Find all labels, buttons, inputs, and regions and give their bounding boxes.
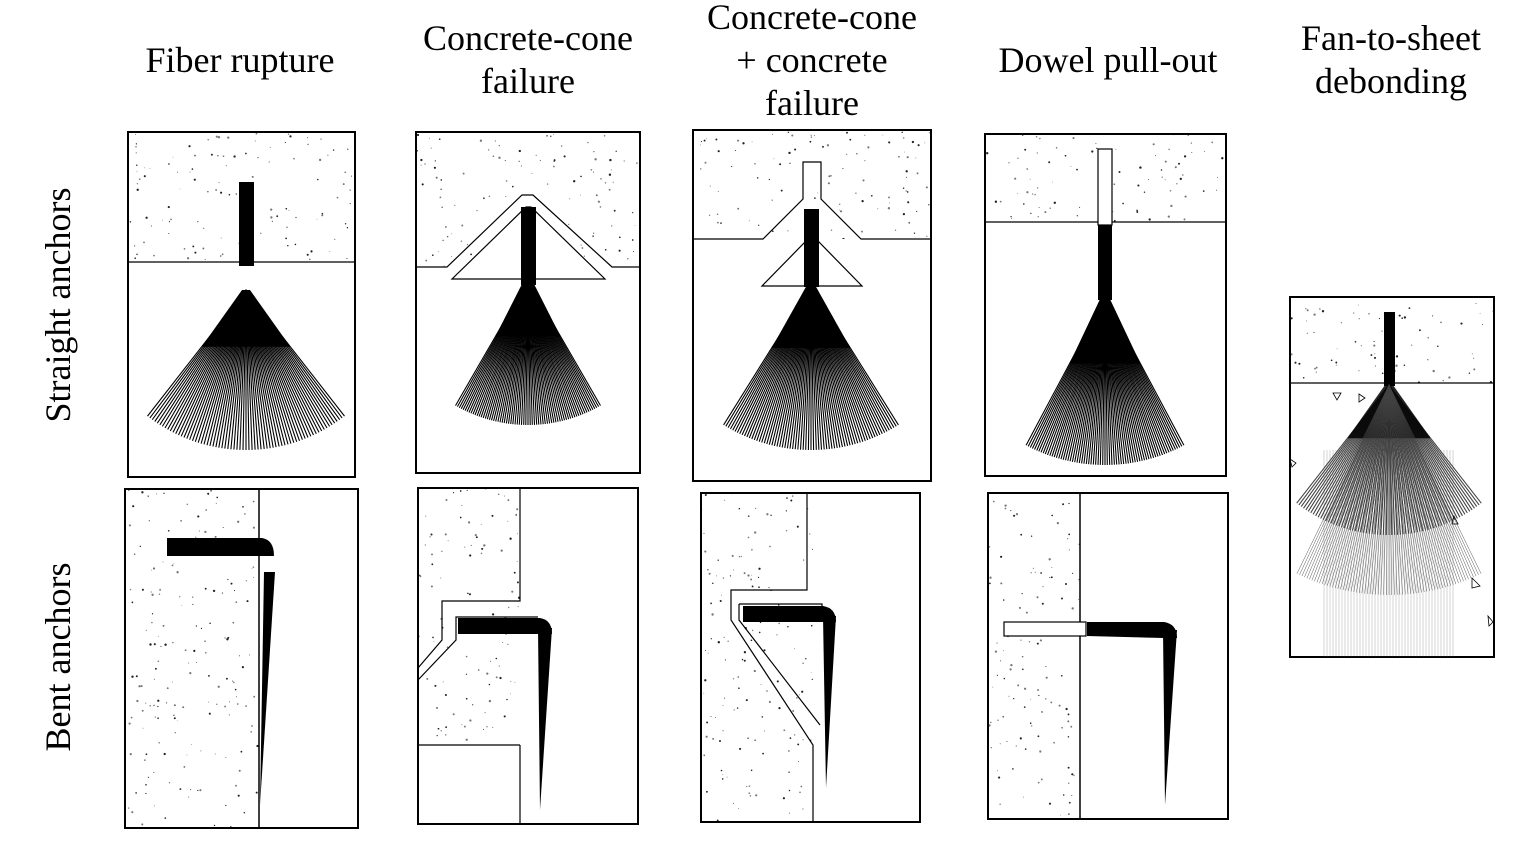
anchor-dowel xyxy=(1098,225,1112,300)
anchor-dowel xyxy=(521,207,536,285)
panel-straight-fiber-rupture xyxy=(127,131,356,478)
anchor-bent-dowel xyxy=(1087,622,1177,638)
panel-straight-dowel-pullout xyxy=(984,133,1227,477)
anchor-fan xyxy=(723,284,899,451)
anchor-bent-dowel xyxy=(458,618,552,634)
heading-fiber-rupture: Fiber rupture xyxy=(145,40,335,80)
panel-bent-cone-concrete xyxy=(700,492,921,823)
concrete-speckle-group xyxy=(693,131,930,239)
panel-bent-dowel-pullout xyxy=(987,492,1229,820)
panel-fan-debonding xyxy=(1289,296,1495,658)
anchor-fan xyxy=(455,279,601,426)
panel-bent-cone-failure xyxy=(417,487,639,825)
anchor-fan xyxy=(147,289,345,451)
debonding-marks xyxy=(1289,392,1494,627)
panel-bent-fiber-rupture xyxy=(124,488,359,829)
anchor-bent-strip xyxy=(538,628,552,810)
anchor-bent-strip xyxy=(1163,630,1177,805)
concrete-speckle-group xyxy=(988,500,1080,816)
anchor-fan xyxy=(1025,296,1185,466)
heading-cone-failure: Concrete-cone failure xyxy=(423,18,633,101)
concrete-speckle-group xyxy=(129,132,353,261)
anchor-dowel xyxy=(804,209,819,287)
heading-dowel-pullout: Dowel pull-out xyxy=(998,40,1218,80)
anchor-bent-strip xyxy=(823,616,836,788)
concrete-texture xyxy=(125,131,1494,827)
concrete-speckle-group xyxy=(418,488,520,741)
concrete-speckle-group xyxy=(986,134,1224,222)
anchor-dowel xyxy=(239,182,254,266)
anchor-bent-dowel xyxy=(167,538,274,556)
concrete-speckle-group xyxy=(701,493,813,821)
heading-fan-debonding: Fan-to-sheet debonding xyxy=(1301,18,1481,101)
panel-straight-cone-concrete xyxy=(692,129,932,482)
anchor-bent-strip xyxy=(260,572,275,805)
anchor-dowel xyxy=(1384,312,1395,386)
panel-straight-cone-failure xyxy=(415,131,641,474)
anchor-fan-debonded xyxy=(1296,384,1482,596)
anchor-bent-dowel xyxy=(743,606,836,622)
heading-cone-concrete-failure: Concrete-cone + concrete failure xyxy=(707,0,917,123)
